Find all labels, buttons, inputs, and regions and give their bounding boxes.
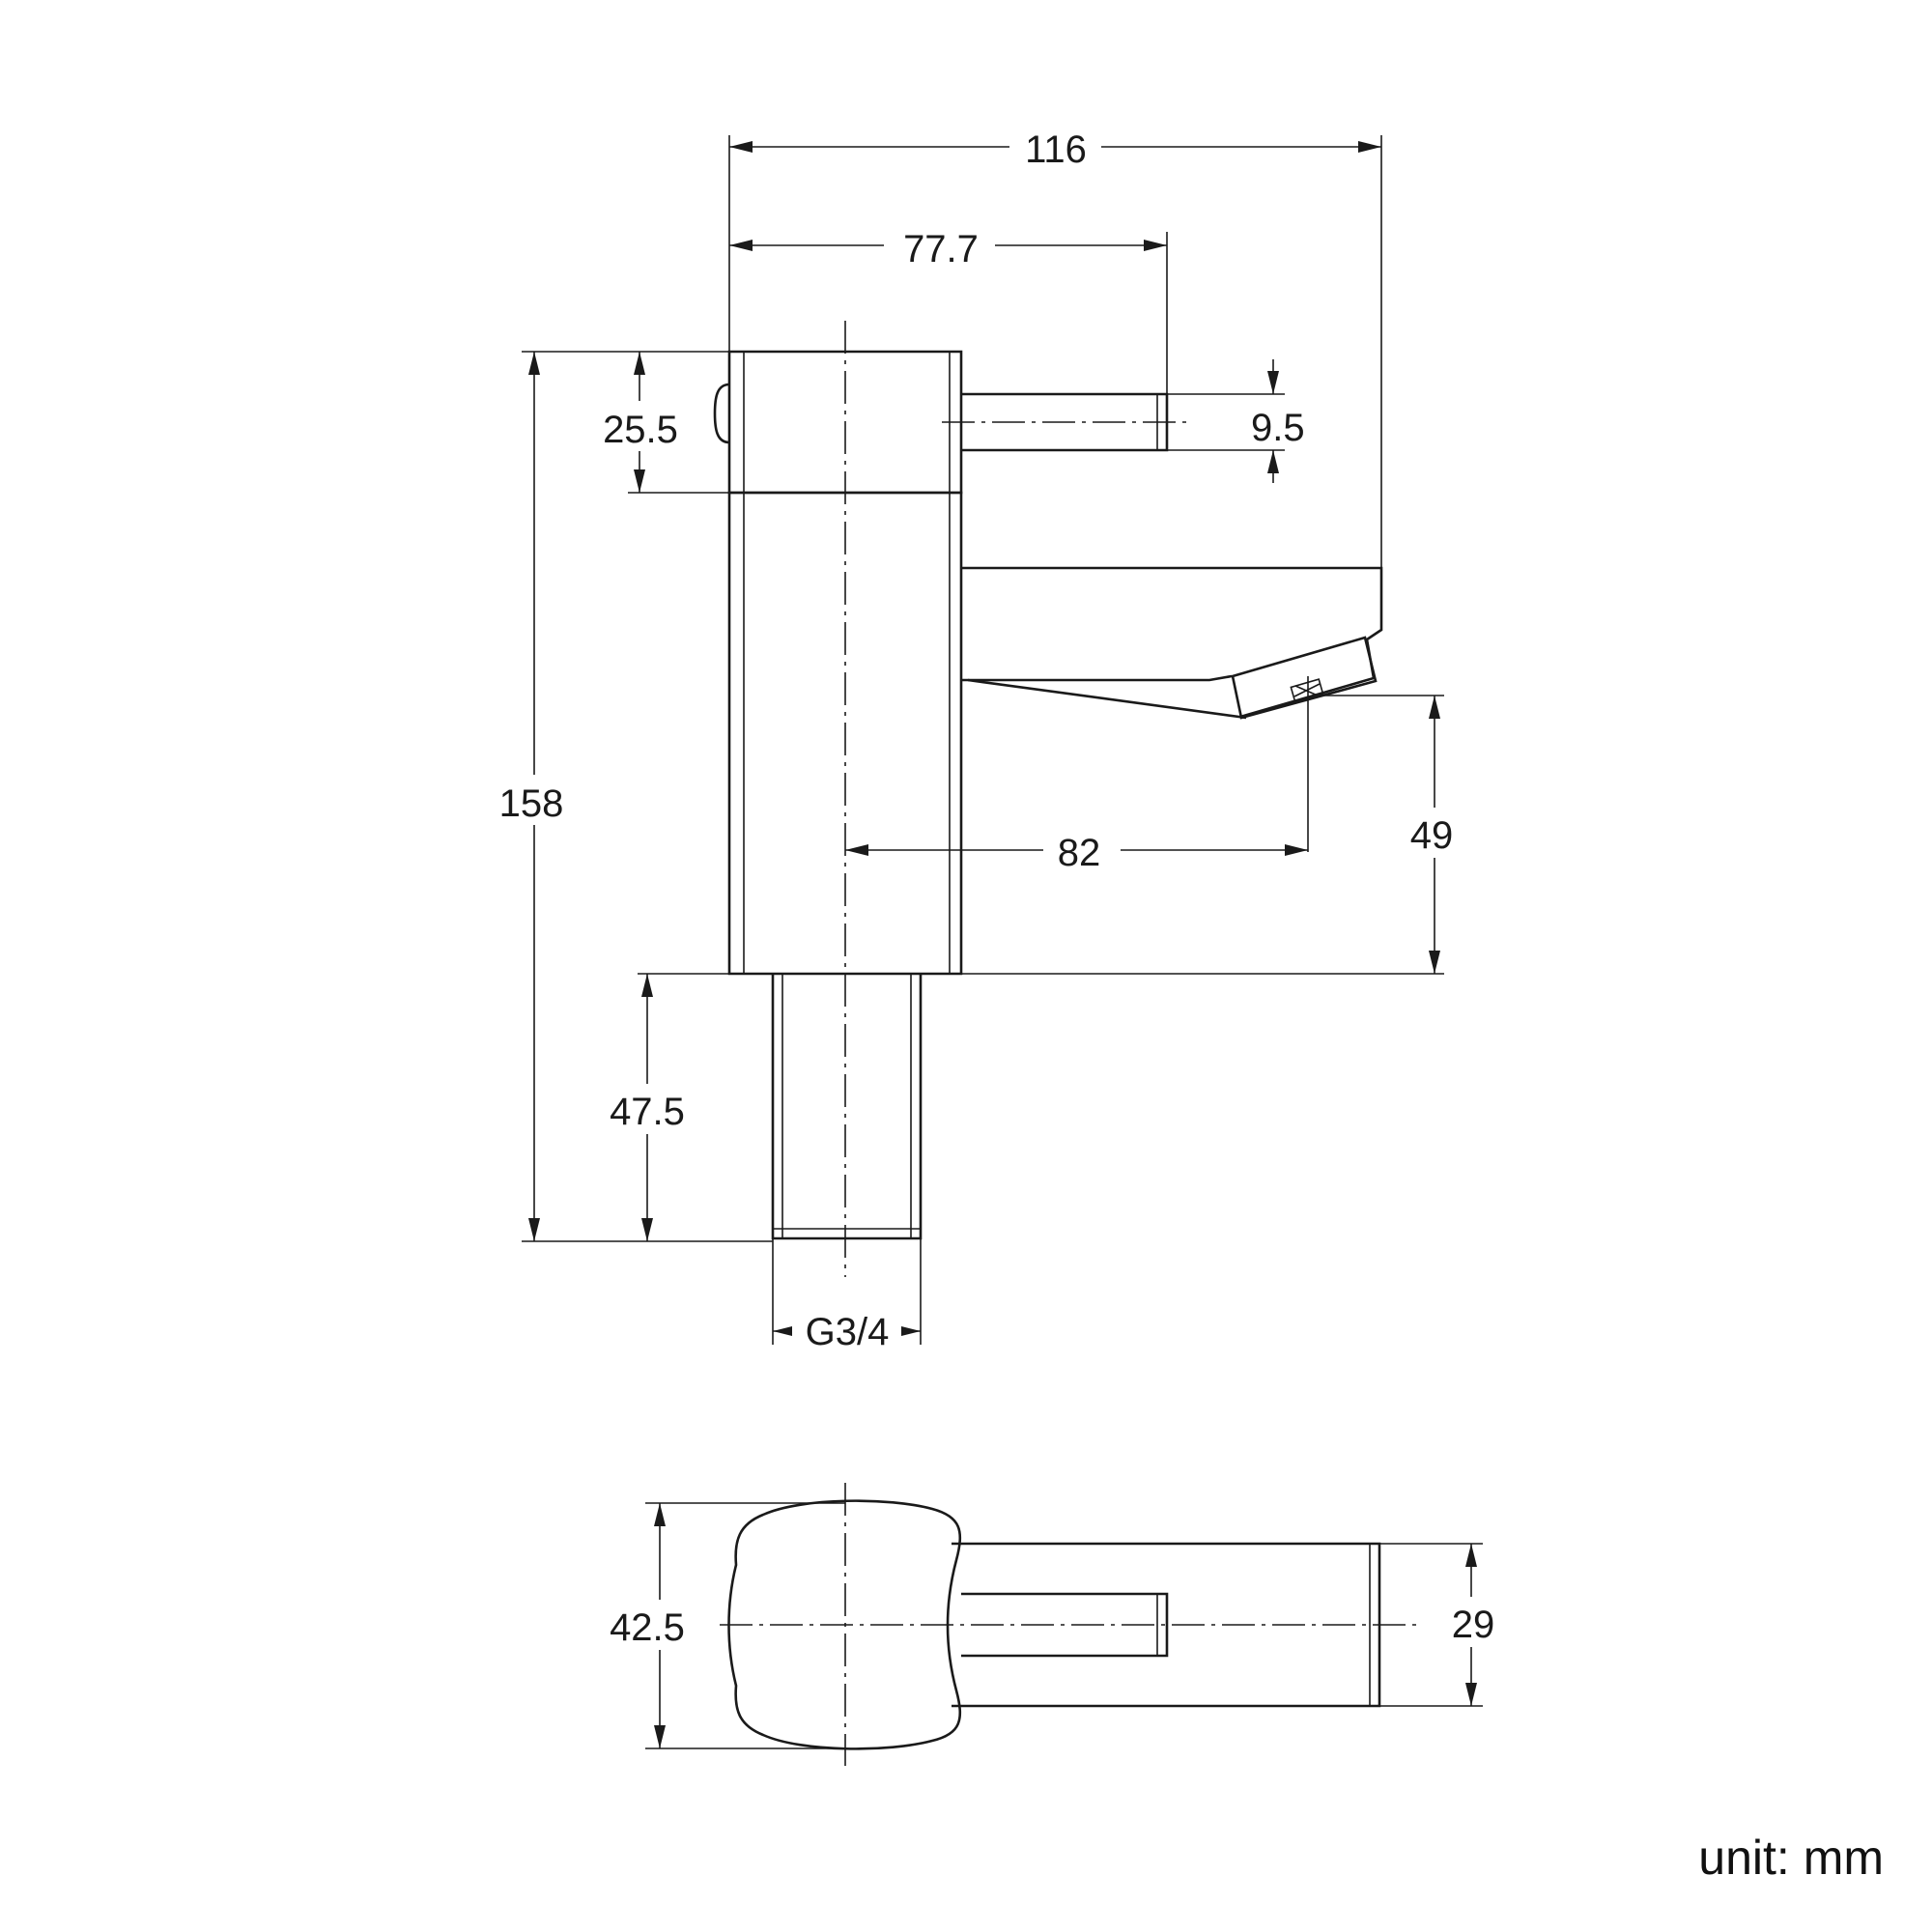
lever-top <box>961 1592 1169 1658</box>
arrow <box>1429 696 1440 719</box>
arrow <box>1267 371 1279 394</box>
dim-label-42-5: 42.5 <box>610 1606 685 1649</box>
label-bg <box>1396 808 1473 858</box>
spout-underside <box>968 674 1233 682</box>
arrow <box>1465 1683 1477 1706</box>
arrow <box>654 1725 666 1748</box>
dim-label-116: 116 <box>1025 128 1087 171</box>
arrow <box>1429 951 1440 974</box>
unit-label: unit: mm <box>1698 1831 1884 1885</box>
top-view: 42.5 29 <box>599 1483 1509 1766</box>
label-bg <box>1009 121 1101 171</box>
arrow <box>729 141 753 153</box>
label-bg <box>488 775 581 825</box>
arrow <box>634 469 645 493</box>
label-bg <box>1439 1597 1509 1647</box>
cap-button <box>713 383 730 444</box>
dim-label-47-5: 47.5 <box>610 1091 685 1133</box>
arrow <box>1144 240 1167 251</box>
arrow <box>1465 1544 1477 1567</box>
dim-label-25-5: 25.5 <box>603 409 678 451</box>
dim-label-77-7: 77.7 <box>903 228 979 270</box>
label-bg <box>594 401 691 451</box>
arrow <box>901 1326 921 1336</box>
arrow <box>528 1218 540 1241</box>
arrow <box>1267 450 1279 473</box>
shank <box>771 974 923 1240</box>
arrow <box>1358 141 1381 153</box>
dim-label-49: 49 <box>1410 814 1454 857</box>
arrow <box>634 352 645 375</box>
arrow <box>641 1218 653 1241</box>
dim-label-g3-4: G3/4 <box>806 1311 890 1353</box>
arrow <box>654 1503 666 1526</box>
aerator-mark <box>1290 678 1324 703</box>
arrow <box>729 240 753 251</box>
arrow <box>641 974 653 997</box>
body-top <box>727 1499 962 1750</box>
dim-label-82: 82 <box>1058 832 1101 874</box>
dim-label-158: 158 <box>499 782 564 825</box>
label-bg <box>884 220 995 270</box>
arrow <box>773 1326 792 1336</box>
arrow <box>1285 844 1308 856</box>
arrow <box>528 352 540 375</box>
side-view: 116 77.7 25.5 9.5 158 82 <box>488 121 1473 1353</box>
dim-label-29: 29 <box>1452 1604 1495 1646</box>
aerator <box>1231 636 1378 720</box>
aerator-mark-cross-b <box>1294 685 1319 696</box>
label-bg <box>597 1084 697 1134</box>
dim-label-9-5: 9.5 <box>1251 407 1305 449</box>
label-bg <box>1043 824 1121 874</box>
arrow <box>845 844 868 856</box>
label-bg <box>599 1600 720 1650</box>
